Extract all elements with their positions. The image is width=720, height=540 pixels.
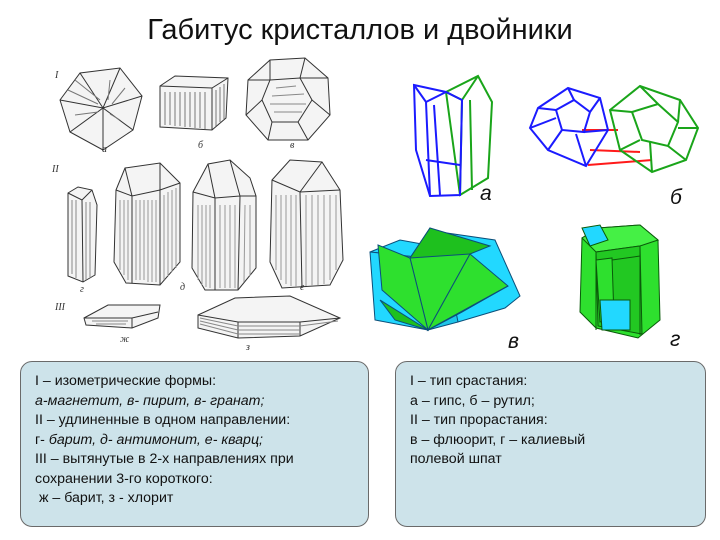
twin-b-rutile: [530, 86, 698, 172]
twin-v-fluorite: [370, 228, 520, 330]
twins-line-4: в – флюорит, г – калиевый: [410, 431, 691, 451]
caption-line-5: III – вытянутые в 2-х направлениях при: [35, 450, 354, 470]
caption-line-4: г- барит, д- антимонит, е- кварц;: [35, 431, 354, 451]
caption-text: г-: [35, 432, 49, 448]
twin-label-b: б: [670, 186, 683, 209]
caption-text: II – удлиненные в одном направлении:: [35, 412, 290, 428]
twins-line-5: полевой шпат: [410, 450, 691, 470]
twin-label-a: а: [480, 182, 492, 205]
caption-italic: а-магнетит, в- пирит, в- гранат;: [35, 393, 264, 409]
twin-g-kfeldspar: [580, 225, 660, 338]
caption-text: сохранении 3-го короткого:: [35, 471, 213, 487]
twins-line-2: а – гипс, б – рутил;: [410, 392, 691, 412]
twins-line-1: I – тип срастания:: [410, 372, 691, 392]
caption-italic: барит, д- антимонит, е- кварц;: [49, 432, 263, 448]
caption-line-2: а-магнетит, в- пирит, в- гранат;: [35, 392, 354, 412]
twin-label-v: в: [508, 330, 519, 353]
twin-label-g: г: [670, 328, 680, 351]
caption-line-6: сохранении 3-го короткого:: [35, 470, 354, 490]
caption-text: III – вытянутые в 2-х направлениях при: [35, 451, 294, 467]
habit-caption-panel: I – изометрические формы: а-магнетит, в-…: [20, 361, 369, 527]
caption-line-1: I – изометрические формы:: [35, 372, 354, 392]
caption-line-7: ж – барит, з - хлорит: [35, 489, 354, 509]
caption-text: ж – барит, з - хлорит: [35, 490, 173, 506]
twins-line-3: II – тип прорастания:: [410, 411, 691, 431]
twins-caption-panel: I – тип срастания: а – гипс, б – рутил; …: [395, 361, 706, 527]
caption-line-3: II – удлиненные в одном направлении:: [35, 411, 354, 431]
caption-text: I – изометрические формы:: [35, 373, 216, 389]
twin-a-gypsum: [414, 76, 492, 196]
